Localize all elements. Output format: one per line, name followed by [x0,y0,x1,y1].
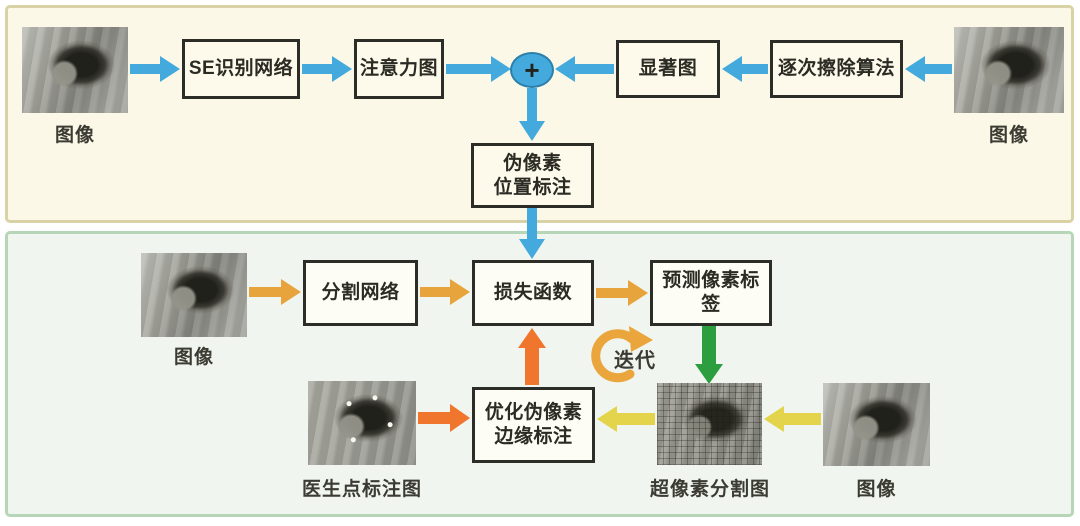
refine-annotation-line2: 边缘标注 [494,426,573,447]
superpixel-segmentation-image [657,383,762,465]
plus-symbol: + [524,55,540,85]
pseudo-pixel-annotation-line1: 伪像素 [503,152,562,174]
iteration-label: 迭代 [614,350,656,372]
loss-function-label: 损失函数 [493,282,572,304]
pseudo-pixel-annotation-line2: 位置标注 [493,176,572,198]
ultrasound-image-top-left [22,27,128,113]
se-recognition-network-label: SE识别网络 [188,58,294,80]
plus-icon: + [510,52,554,88]
pseudo-pixel-annotation-box: 伪像素 位置标注 [471,143,594,208]
ultrasound-image-bottom-right [823,383,930,466]
caption-image-top-right: 图像 [988,125,1029,146]
caption-doctor-point-annotation: 医生点标注图 [301,479,422,500]
caption-superpixel-map: 超像素分割图 [649,479,770,500]
erasure-algorithm-label: 逐次擦除算法 [777,58,895,80]
segmentation-network-box: 分割网络 [303,260,418,326]
segmentation-network-label: 分割网络 [321,282,400,304]
ultrasound-image-seg-input [141,253,247,337]
se-recognition-network-box: SE识别网络 [182,39,300,99]
predicted-pixel-labels-box: 预测像素标签 [650,260,772,326]
refine-annotation-box: 优化伪像素 边缘标注 [472,387,595,463]
attention-map-box: 注意力图 [354,39,444,99]
ultrasound-image-top-right [954,27,1064,113]
doctor-point-annotation-image [308,381,416,465]
caption-image-seg-input: 图像 [173,347,214,368]
saliency-map-box: 显著图 [616,40,720,98]
attention-map-label: 注意力图 [359,58,438,80]
erasure-algorithm-box: 逐次擦除算法 [770,40,903,98]
refine-annotation-line1: 优化伪像素 [484,402,583,424]
predicted-pixel-labels-label: 预测像素标签 [662,270,760,315]
caption-image-bottom-right: 图像 [856,479,897,500]
loss-function-box: 损失函数 [472,260,594,326]
saliency-map-label: 显著图 [638,58,698,80]
caption-image-top-left: 图像 [54,125,95,146]
